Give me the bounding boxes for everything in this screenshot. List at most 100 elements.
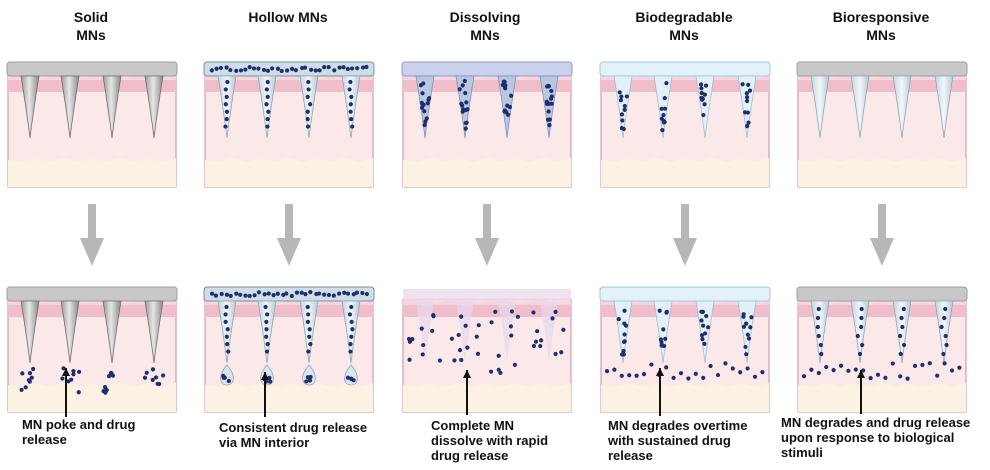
reservoir-drug-particle <box>313 68 318 73</box>
reservoir-drug-particle <box>238 292 243 297</box>
drug-particle <box>662 106 668 111</box>
drug-particle <box>223 124 228 129</box>
reservoir-drug-particle <box>265 68 271 73</box>
drug-particle <box>263 304 268 310</box>
drug-particle <box>661 112 666 118</box>
drug-particle <box>622 103 627 109</box>
drug-particle <box>701 375 706 380</box>
drug-particle <box>460 83 465 88</box>
drug-particle <box>818 342 823 348</box>
drug-particle <box>898 351 903 357</box>
drug-particle <box>407 339 413 344</box>
microneedle <box>341 75 361 139</box>
drug-particle <box>348 79 353 85</box>
drug-particle <box>831 368 836 373</box>
drug-particle <box>944 342 949 348</box>
reservoir-drug-particle <box>345 66 350 72</box>
drug-particle <box>224 304 229 310</box>
microneedle <box>102 300 122 364</box>
microneedle <box>810 75 830 139</box>
drug-particle <box>699 318 704 323</box>
drug-particle <box>430 328 435 333</box>
drug-particle <box>546 84 552 89</box>
drug-particle <box>859 315 864 321</box>
microneedle-base-plate <box>203 61 375 77</box>
drug-particle <box>935 373 940 378</box>
reservoir-drug-particle <box>247 293 252 299</box>
reservoir-drug-particle <box>354 290 359 295</box>
stratum-corneum <box>601 299 769 305</box>
reservoir-drug-particle <box>228 67 233 73</box>
process-arrow <box>475 204 499 266</box>
drug-particle <box>225 79 230 85</box>
stratum-corneum <box>403 299 571 305</box>
drug-particle <box>957 365 962 370</box>
drug-particle <box>859 306 864 312</box>
drug-particle <box>305 94 310 99</box>
dissolved-needle-ghost <box>498 301 516 363</box>
drug-particle <box>912 363 918 368</box>
drug-particle <box>698 82 704 87</box>
drug-particle <box>660 128 665 133</box>
drug-particle <box>949 368 955 373</box>
reservoir-drug-particle <box>209 68 214 73</box>
drug-particle <box>760 370 765 375</box>
drug-particle <box>267 379 273 384</box>
reservoir-drug-particle <box>271 293 276 298</box>
reservoir-drug-particle <box>293 68 298 73</box>
microneedle-base-plate <box>401 61 573 77</box>
drug-particle <box>224 109 230 114</box>
microneedle-base-plate <box>203 286 375 302</box>
drug-particle <box>738 370 743 375</box>
subcutaneous-layer <box>601 158 769 187</box>
drug-particle <box>407 357 412 362</box>
pointer-arrowhead <box>656 368 664 376</box>
drug-particle <box>744 352 749 357</box>
drug-particle <box>460 109 465 114</box>
reservoir-drug-particle <box>213 293 219 298</box>
drug-particle <box>838 363 844 368</box>
drug-particle <box>223 87 228 92</box>
drug-particle <box>619 125 625 131</box>
drug-particle <box>425 101 430 106</box>
reservoir-drug-particle <box>266 291 271 296</box>
drug-particle <box>465 345 470 350</box>
drug-particle <box>264 87 269 92</box>
drug-particle <box>612 367 617 372</box>
drug-particle <box>109 371 114 376</box>
drug-particle <box>801 374 807 379</box>
drug-particle <box>846 368 851 373</box>
drug-particle <box>161 373 166 378</box>
drug-particle <box>746 336 752 341</box>
drug-particle <box>538 343 543 349</box>
drug-particle <box>496 367 501 372</box>
drug-particle <box>264 102 269 107</box>
drug-particle <box>26 378 31 383</box>
drug-particle <box>308 374 313 380</box>
drug-particle <box>306 79 311 85</box>
drug-particle <box>816 370 821 376</box>
reservoir-drug-particle <box>224 292 230 297</box>
drug-particle <box>221 373 226 378</box>
subcutaneous-layer <box>798 158 966 187</box>
drug-particle <box>307 327 312 332</box>
microneedle <box>850 75 870 139</box>
drug-particle <box>509 309 515 314</box>
drug-particle <box>29 375 34 380</box>
drug-particle <box>265 117 270 122</box>
drug-particle <box>345 375 351 380</box>
drug-particle <box>306 87 311 92</box>
drug-particle <box>348 102 353 107</box>
drug-particle <box>859 324 864 330</box>
drug-particle <box>618 98 624 103</box>
reservoir-drug-particle <box>218 65 224 71</box>
drug-particle <box>664 81 669 86</box>
reservoir-drug-particle <box>337 65 342 70</box>
drug-particle <box>616 316 621 322</box>
reservoir-drug-particle <box>317 68 322 73</box>
drug-particle <box>304 379 309 384</box>
drug-particle <box>419 326 424 331</box>
drug-particle <box>815 315 821 321</box>
